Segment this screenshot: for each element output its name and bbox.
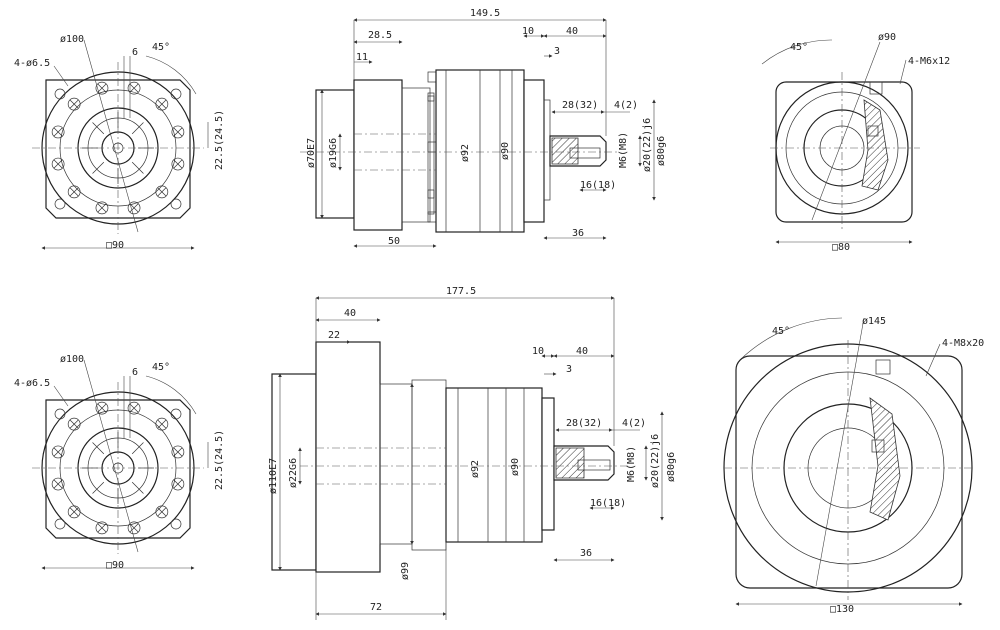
- rear-bottom-angle-label: 45°: [772, 326, 790, 337]
- front-bottom-square-label: □90: [106, 560, 124, 571]
- side-top-dia2-label: ø19G6: [328, 138, 339, 168]
- side-bottom-d9-label: 36: [580, 548, 592, 559]
- side-bottom-d7-label: 4(2): [622, 418, 646, 429]
- side-bottom-dia5-label: M6(M8): [626, 446, 637, 482]
- side-top-dia7-label: ø80g6: [656, 136, 667, 166]
- front-view-bottom: 4-ø6.5 ø100 45° 6 22.5(24.5) □90: [14, 354, 225, 571]
- side-bottom-d3-label: 10: [532, 346, 544, 357]
- side-bottom-adapter: [315, 341, 381, 573]
- front-bottom-holes-label: 4-ø6.5: [14, 378, 50, 389]
- side-top-d1-label: 28.5: [368, 30, 392, 41]
- side-bottom-dia4-label: ø90: [510, 458, 521, 476]
- side-top-dia6-label: ø20(22)j6: [642, 118, 653, 172]
- side-bottom-d4-label: 40: [576, 346, 588, 357]
- side-bottom-dia3-label: ø92: [470, 460, 481, 478]
- side-top-d2-label: 11: [356, 52, 368, 63]
- rear-top-bcd-label: ø90: [878, 32, 896, 43]
- front-bottom-angle-label: 45°: [152, 362, 170, 373]
- rear-top-holes-label: 4-M6x12: [908, 56, 950, 67]
- side-top-d7-label: 4(2): [614, 100, 638, 111]
- side-top-d10-label: 50: [388, 236, 400, 247]
- side-bottom-d8-label: 16(18): [590, 498, 626, 509]
- front-bottom-key-label: 6: [132, 367, 138, 378]
- rear-view-top: 45° ø90 4-M6x12 □80: [761, 32, 950, 253]
- side-view-bottom: 177.5 40 22 10 40 3 28(32) 4(2) 16(18) 3…: [268, 286, 677, 620]
- side-bottom-d2-label: 22: [328, 330, 340, 341]
- side-bottom-dia6-label: ø20(22)j6: [650, 434, 661, 488]
- rear-view-bottom: 45° ø145 4-M8x20 □130: [723, 316, 984, 615]
- rear-top-angle-label: 45°: [790, 42, 808, 53]
- side-bottom-housing: [445, 387, 543, 543]
- side-top-dia3-label: ø92: [460, 144, 471, 162]
- side-top-d8-label: 16(18): [580, 180, 616, 191]
- side-top-overall-label: 149.5: [470, 8, 500, 19]
- side-top-d9-label: 36: [572, 228, 584, 239]
- front-bottom-offset-label: 22.5(24.5): [214, 430, 225, 490]
- front-top-angle-label: 45°: [152, 42, 170, 53]
- side-top-adapter-ring: [401, 87, 431, 223]
- rear-top-square-label: □80: [832, 242, 850, 253]
- front-top-holes-label: 4-ø6.5: [14, 58, 50, 69]
- front-top-offset-label: 22.5(24.5): [214, 110, 225, 170]
- side-top-dia5-label: M6(M8): [618, 132, 629, 168]
- rear-bottom-outline: [735, 355, 963, 589]
- side-bottom-dia8-label: ø99: [400, 562, 411, 580]
- side-top-d5-label: 3: [554, 46, 560, 57]
- front-top-bcd-label: ø100: [60, 34, 84, 45]
- side-top-d3-label: 10: [522, 26, 534, 37]
- front-top-square-label: □90: [106, 240, 124, 251]
- side-view-top: 149.5 28.5 11 10 40 3 28(32) 4(2) 16(18)…: [300, 8, 667, 248]
- side-bottom-d10-label: 72: [370, 602, 382, 613]
- side-top-output-flange: [523, 79, 545, 223]
- rear-bottom-square-label: □130: [830, 604, 854, 615]
- side-top-d4-label: 40: [566, 26, 578, 37]
- front-bottom-bcd-label: ø100: [60, 354, 84, 365]
- side-bottom-d6-label: 28(32): [566, 418, 602, 429]
- rear-top-outline: [775, 81, 913, 223]
- side-top-dia1-label: ø70E7: [306, 138, 317, 168]
- front-view-top-geometry: [32, 39, 209, 250]
- side-top-adapter: [353, 79, 403, 231]
- side-bottom-dia1-label: ø110E7: [268, 458, 279, 494]
- front-top-key-label: 6: [132, 47, 138, 58]
- side-bottom-d1-label: 40: [344, 308, 356, 319]
- side-top-dia4-label: ø90: [500, 142, 511, 160]
- front-view-bottom-geometry: [32, 359, 209, 570]
- side-bottom-overall-label: 177.5: [446, 286, 476, 297]
- front-view-top: 4-ø6.5 ø100 45° 6 22.5(24.5) □90: [14, 34, 225, 251]
- side-bottom-d5-label: 3: [566, 364, 572, 375]
- side-top-d6-label: 28(32): [562, 100, 598, 111]
- rear-bottom-bcd-label: ø145: [862, 316, 886, 327]
- side-bottom-output-flange: [541, 397, 555, 531]
- side-bottom-dia7-label: ø80g6: [666, 452, 677, 482]
- side-bottom-dia2-label: ø22G6: [288, 458, 299, 488]
- rear-bottom-holes-label: 4-M8x20: [942, 338, 984, 349]
